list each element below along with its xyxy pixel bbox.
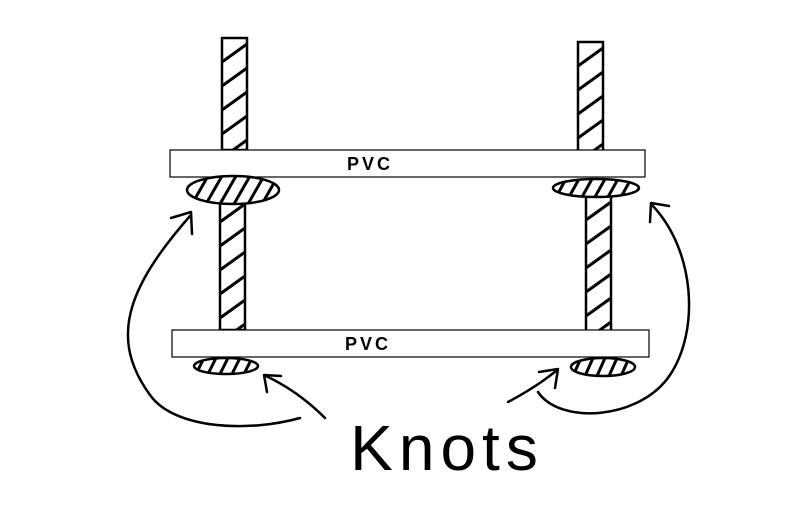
knots-label: Knots xyxy=(350,412,544,484)
left-rope-top xyxy=(220,36,249,152)
arrow-to-knot-lower-right xyxy=(506,367,560,404)
arrow-to-knot-upper-left xyxy=(126,210,302,428)
arrow-to-knot-upper-right xyxy=(536,201,691,415)
pvc-board-top: PVC xyxy=(169,149,646,178)
right-rope-top xyxy=(576,40,605,154)
knot-lower-right xyxy=(569,356,637,378)
arrow-to-knot-lower-left xyxy=(262,373,327,420)
left-rope-middle xyxy=(218,196,247,332)
knot-lower-left xyxy=(192,356,260,376)
right-rope-middle xyxy=(584,194,613,334)
pvc-board-bottom: PVC xyxy=(171,329,650,358)
pvc-label-top: PVC xyxy=(347,154,393,174)
knot-upper-right xyxy=(551,177,641,199)
knot-upper-left xyxy=(185,174,281,206)
pvc-label-bottom: PVC xyxy=(345,334,391,354)
